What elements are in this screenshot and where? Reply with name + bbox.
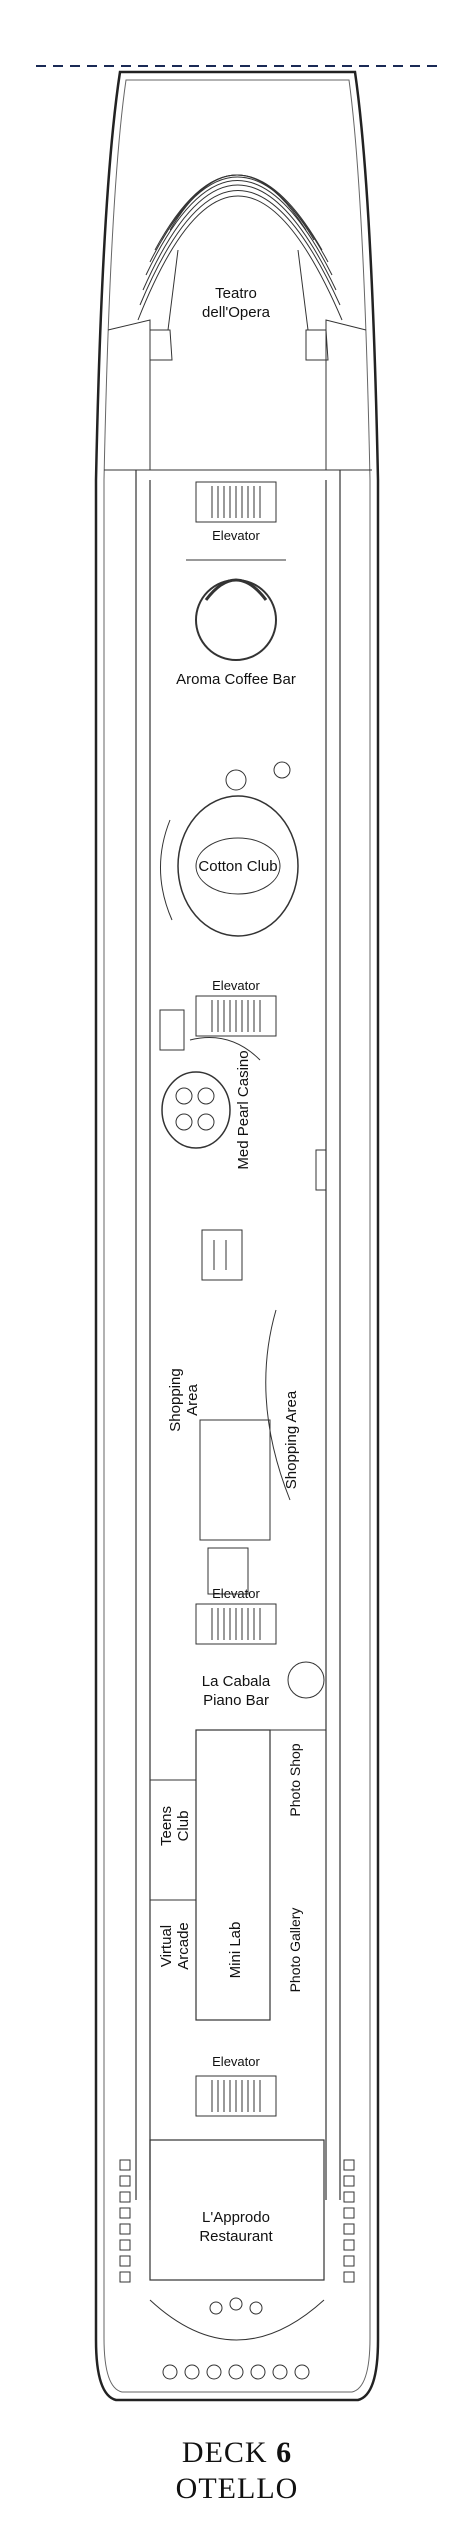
deck-title: DECK 6 [0, 2436, 474, 2470]
label-aroma-coffee-bar: Aroma Coffee Bar [176, 671, 296, 688]
label-elevator-1: Elevator [212, 528, 260, 543]
label-cotton-club: Cotton Club [198, 858, 277, 875]
label-approdo-line1: L'Approdo [202, 2209, 270, 2226]
piano-bar-rooms [150, 1661, 326, 2021]
label-shopping-area: Shopping Area [283, 1390, 300, 1489]
label-photo-gallery: Photo Gallery [287, 1908, 303, 1993]
hull-outline [94, 70, 380, 2402]
casino-room [159, 1009, 327, 1191]
label-approdo-line2: Restaurant [199, 2228, 273, 2245]
label-photo-shop: Photo Shop [287, 1743, 303, 1816]
label-elevator-4: Elevator [212, 2054, 260, 2069]
label-teens-line2: Club [175, 1811, 192, 1842]
hull-inner-line [103, 79, 371, 2393]
label-elevator-2: Elevator [212, 978, 260, 993]
label-teens-line1: Teens [158, 1806, 175, 1846]
label-shopping-line2: Area [184, 1384, 201, 1416]
label-cabala-line1: La Cabala [202, 1673, 271, 1690]
theatre-seating [104, 174, 372, 471]
label-virtual-line2: Arcade [175, 1922, 192, 1970]
elevator-bank-4 [195, 2075, 277, 2117]
elevator-bank-2 [195, 995, 277, 1037]
restaurant-room [119, 2139, 355, 2380]
stern-tables [162, 2364, 310, 2380]
label-elevator-3: Elevator [212, 1586, 260, 1601]
deck-plan: Teatro dell'Opera Elevator Aroma Coffee … [36, 65, 440, 2402]
cotton-club-room [159, 761, 299, 937]
shopping-rooms [199, 1229, 291, 1595]
label-teatro-line2: dell'Opera [202, 304, 271, 321]
deck-name: OTELLO [175, 2472, 299, 2505]
aroma-coffee-bar-room [186, 559, 286, 661]
deck-label: DECK [181, 2436, 268, 2469]
label-mini-lab: Mini Lab [227, 1922, 244, 1979]
label-shopping-line1: Shopping [167, 1368, 184, 1431]
elevator-bank-1 [195, 481, 277, 523]
label-cabala-line2: Piano Bar [203, 1692, 269, 1709]
label-med-pearl-casino: Med Pearl Casino [235, 1050, 252, 1169]
corridor-walls [135, 470, 341, 2200]
deck-number: 6 [276, 2436, 293, 2469]
label-virtual-line1: Virtual [158, 1925, 175, 1967]
label-teatro-line1: Teatro [215, 285, 257, 302]
restaurant-tables-right [343, 2159, 355, 2283]
elevator-bank-3 [195, 1603, 277, 1645]
restaurant-tables-left [119, 2159, 131, 2283]
